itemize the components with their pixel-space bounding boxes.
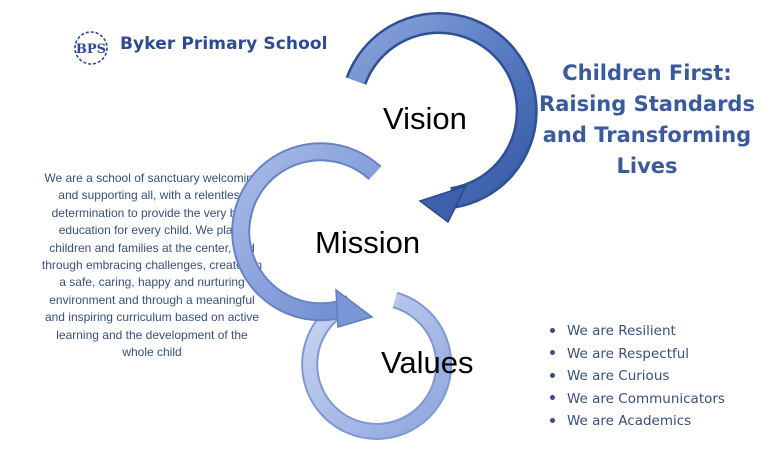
value-label: We are Curious [567, 368, 670, 384]
motto-line: Children First: [562, 61, 732, 85]
bullet-icon [550, 327, 555, 333]
values-ring [301, 291, 453, 440]
mission-line: determination to provide the very best [51, 205, 253, 220]
mission-line: education for every child. We place [58, 223, 246, 238]
mission-arrowhead [335, 288, 374, 328]
values-list: We are Resilient We are Respectful We ar… [550, 320, 725, 433]
value-label: We are Communicators [567, 390, 725, 407]
school-name: Byker Primary School [120, 34, 328, 54]
mission-line: through embracing challenges, created in [41, 258, 263, 273]
bullet-icon [550, 350, 555, 355]
mission-line: learning and the development of the [56, 327, 248, 342]
list-item: We are Respectful [550, 343, 725, 366]
list-item: We are Curious [550, 365, 725, 388]
school-logo: BPS [74, 31, 108, 65]
values-label: Values [381, 345, 474, 380]
list-item: We are Academics [550, 410, 725, 433]
mission-line: children and families at the center, and [49, 240, 255, 255]
vision-arrow [345, 12, 538, 224]
value-label: We are Academics [567, 413, 692, 429]
vision-arrowhead [418, 184, 468, 224]
motto-line: Raising Standards [539, 92, 755, 116]
mission-arrow [231, 142, 382, 328]
motto-line: and Transforming [542, 123, 752, 147]
mission-statement: We are a school of sanctuary welcoming a… [28, 170, 276, 361]
value-label: We are Resilient [567, 323, 676, 339]
list-item: We are Communicators [550, 388, 725, 411]
mission-line: environment and through a meaningful [49, 292, 255, 307]
logo-monogram: BPS [76, 42, 106, 57]
mission-line: whole child [122, 345, 182, 360]
mission-line: and supporting all, with a relentless [58, 188, 246, 203]
motto: Children First: Raising Standards and Tr… [528, 58, 766, 182]
mission-line: We are a school of sanctuary welcoming [44, 171, 260, 185]
vision-label: Vision [383, 101, 467, 136]
bullet-icon [550, 395, 555, 400]
motto-line: Lives [616, 154, 678, 178]
mission-line: and inspiring curriculum based on active [44, 310, 260, 325]
value-label: We are Respectful [567, 345, 690, 362]
mission-label: Mission [315, 225, 421, 260]
bullet-icon [550, 372, 555, 378]
mission-line: a safe, caring, happy and nurturing [59, 275, 245, 290]
bullet-icon [550, 417, 555, 423]
list-item: We are Resilient [550, 320, 725, 343]
